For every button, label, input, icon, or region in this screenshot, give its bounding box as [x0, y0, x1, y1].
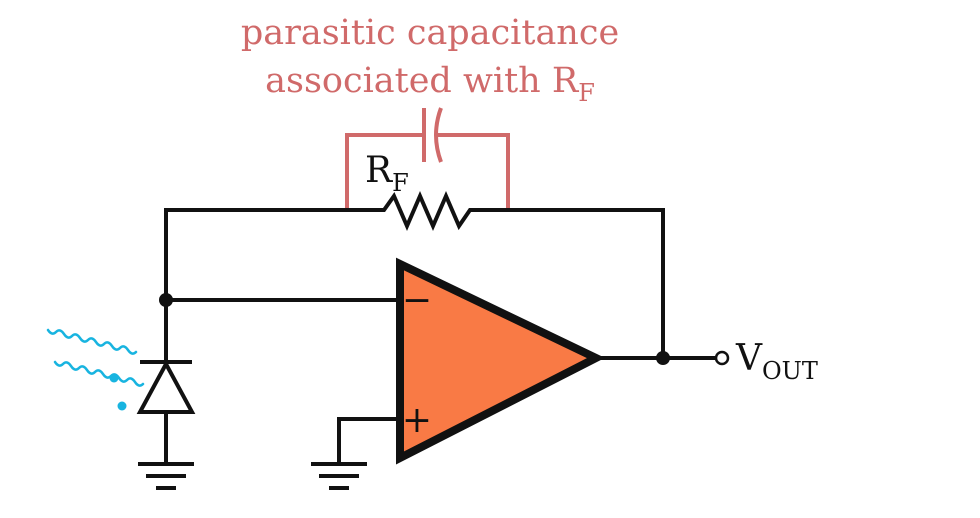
parasitic-capacitor	[345, 107, 510, 210]
vout-label: VOUT	[735, 338, 818, 385]
capacitor-plate-curved	[434, 107, 443, 163]
rf-label-main: R	[365, 150, 393, 191]
opamp-triangle	[396, 257, 606, 465]
vout-label-main: V	[735, 338, 763, 379]
light-ray-lower	[53, 360, 145, 387]
output-terminal	[714, 350, 730, 366]
light-rays	[46, 328, 145, 411]
feedback-resistor	[368, 190, 486, 232]
feedback-wire-left	[164, 208, 368, 345]
ground-symbol-diode	[138, 462, 194, 490]
light-ray-lower-tip	[117, 401, 127, 411]
annotation-line2: associated with RF	[265, 61, 595, 107]
rf-label-subscript: F	[392, 169, 409, 197]
light-ray-upper-tip	[109, 373, 119, 383]
parasitic-wire-left	[345, 133, 424, 210]
diode-triangle	[136, 359, 196, 414]
light-ray-upper	[46, 328, 138, 355]
opamp-plus-sign: +	[402, 400, 432, 441]
opamp-minus-sign: −	[402, 280, 432, 321]
annotation-line1: parasitic capacitance	[241, 13, 619, 53]
resistor-zigzag	[368, 190, 486, 232]
ground-symbol-noninverting	[311, 462, 367, 490]
noninverting-input-wire	[337, 417, 400, 462]
photodiode	[136, 300, 196, 414]
output-node-junction-dot	[656, 351, 670, 365]
feedback-wire-right	[486, 208, 665, 358]
vout-label-subscript: OUT	[762, 357, 818, 385]
annotation-line2-subscript: F	[578, 79, 595, 107]
annotation-line2-prefix: associated with R	[265, 61, 580, 101]
parasitic-wire-right	[437, 133, 510, 210]
rf-label: RF	[365, 150, 409, 197]
